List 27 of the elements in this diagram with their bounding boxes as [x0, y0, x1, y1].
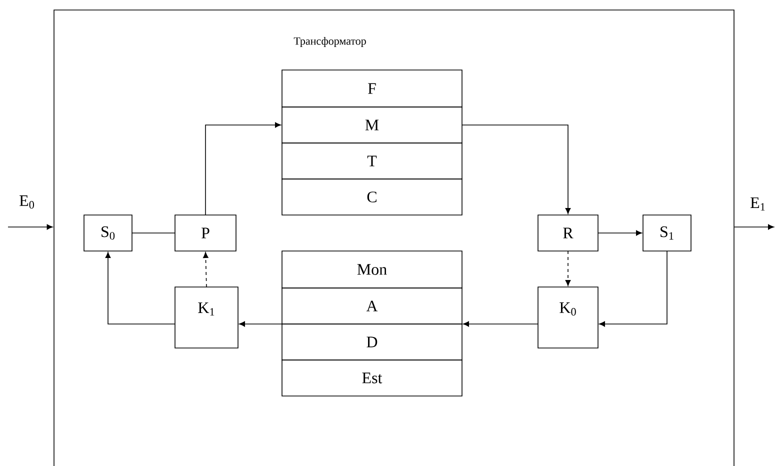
arrow — [463, 321, 538, 327]
table-row: Est — [282, 360, 462, 396]
edge-label: E$_{1}$ — [750, 197, 765, 211]
arrow — [105, 252, 176, 324]
switch-box: S$_{0}$ — [84, 214, 132, 252]
table-row: F — [282, 70, 462, 108]
table-row: A — [282, 288, 462, 324]
table-row: T — [282, 142, 462, 180]
switch-box: S$_{1}$ — [642, 214, 692, 252]
process-box: R — [538, 214, 598, 252]
control-box: K$_{1}$ — [174, 286, 238, 348]
arrow — [205, 122, 281, 216]
arrow — [203, 252, 208, 288]
arrow — [239, 321, 282, 327]
control-box: K$_{0}$ — [538, 286, 598, 348]
edge-label: E$_{0}$ — [20, 195, 34, 209]
table-row: D — [282, 324, 462, 360]
arrow — [599, 250, 668, 327]
arrow — [598, 230, 642, 236]
process-box: P — [174, 214, 236, 252]
table-row: M — [282, 106, 462, 144]
arrow — [462, 124, 571, 214]
arrow — [8, 224, 53, 230]
arrow — [734, 224, 774, 230]
arrow — [565, 250, 571, 286]
table-row: C — [282, 178, 462, 216]
table-row: Mon — [282, 250, 462, 288]
